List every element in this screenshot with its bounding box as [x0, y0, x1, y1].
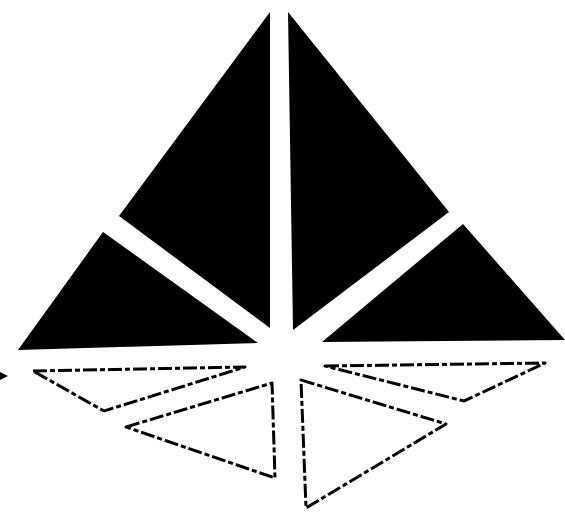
emblem-canvas — [0, 0, 565, 517]
triangle-emblem-logo — [0, 0, 565, 517]
